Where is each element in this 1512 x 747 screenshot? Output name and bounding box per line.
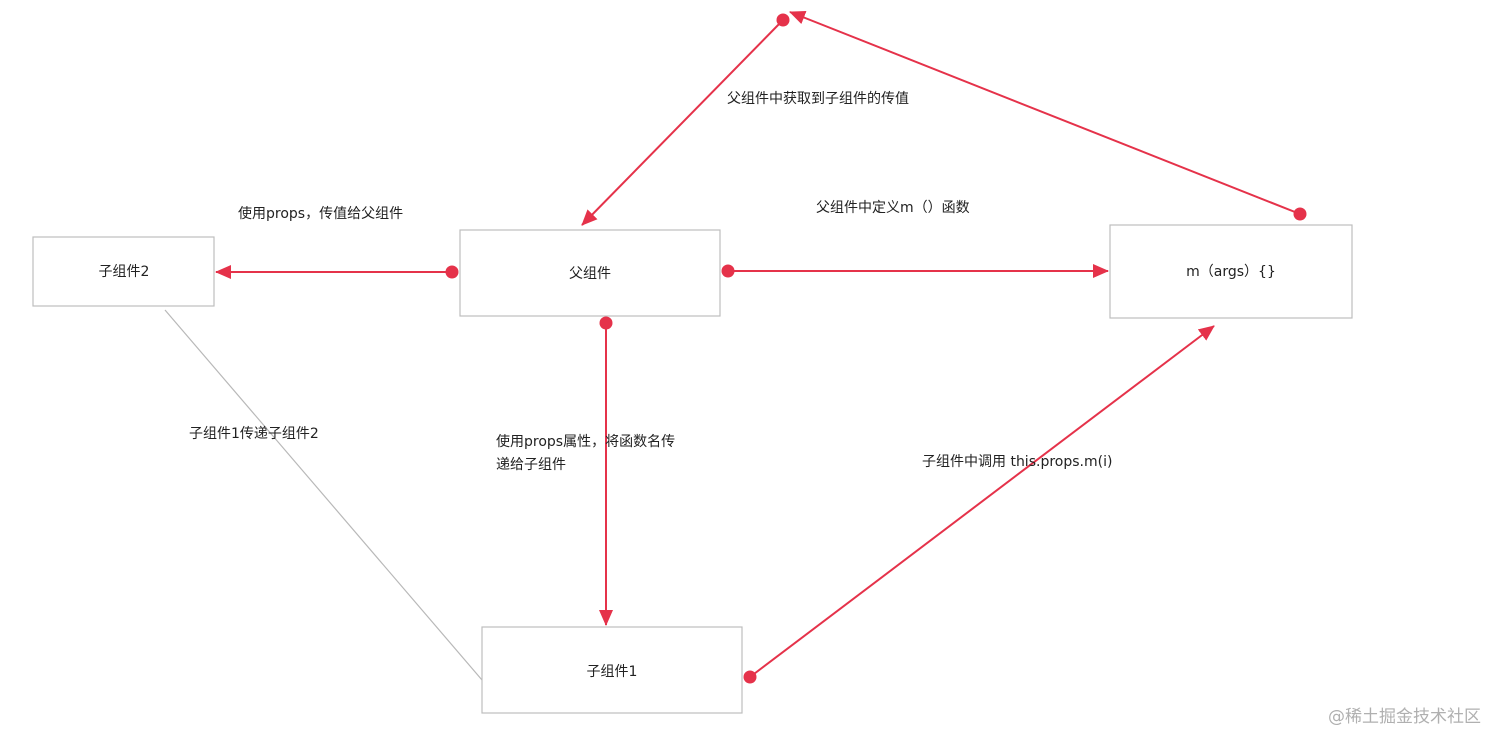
node-child2[interactable]: 子组件2 — [32, 236, 215, 307]
edge-label-props-to-parent: 使用props，传值给父组件 — [238, 205, 403, 222]
edge-label-child1-to-child2: 子组件1传递子组件2 — [189, 426, 319, 442]
edge-child1-to-func — [743, 325, 1215, 684]
watermark: @稀土掘金技术社区 — [1328, 707, 1481, 727]
node-child1[interactable]: 子组件1 — [481, 626, 743, 714]
node-label: m（args）{} — [1186, 264, 1276, 280]
node-func[interactable]: m（args）{} — [1109, 224, 1353, 319]
node-label: 子组件1 — [587, 664, 638, 680]
node-parent[interactable]: 父组件 — [459, 229, 721, 317]
edge-label-parent-defines-m: 父组件中定义m（）函数 — [816, 200, 970, 216]
edge-parent-to-child2 — [215, 265, 459, 279]
edge-label-props-pass-2: 递给子组件 — [496, 457, 566, 473]
edge-top-to-parent — [581, 13, 790, 226]
edge-parent-to-child1 — [599, 316, 613, 626]
edge-label-parent-gets-value: 父组件中获取到子组件的传值 — [727, 91, 909, 107]
edge-label-props-pass-1: 使用props属性，将函数名传 — [496, 433, 675, 450]
edge-func-to-top — [789, 11, 1307, 221]
edge-parent-to-func — [721, 264, 1109, 278]
node-label: 父组件 — [569, 266, 611, 282]
edge-label-child-calls: 子组件中调用 this.props.m(i) — [922, 454, 1112, 470]
node-label: 子组件2 — [99, 264, 150, 280]
child1-child2-connector — [164, 309, 483, 681]
